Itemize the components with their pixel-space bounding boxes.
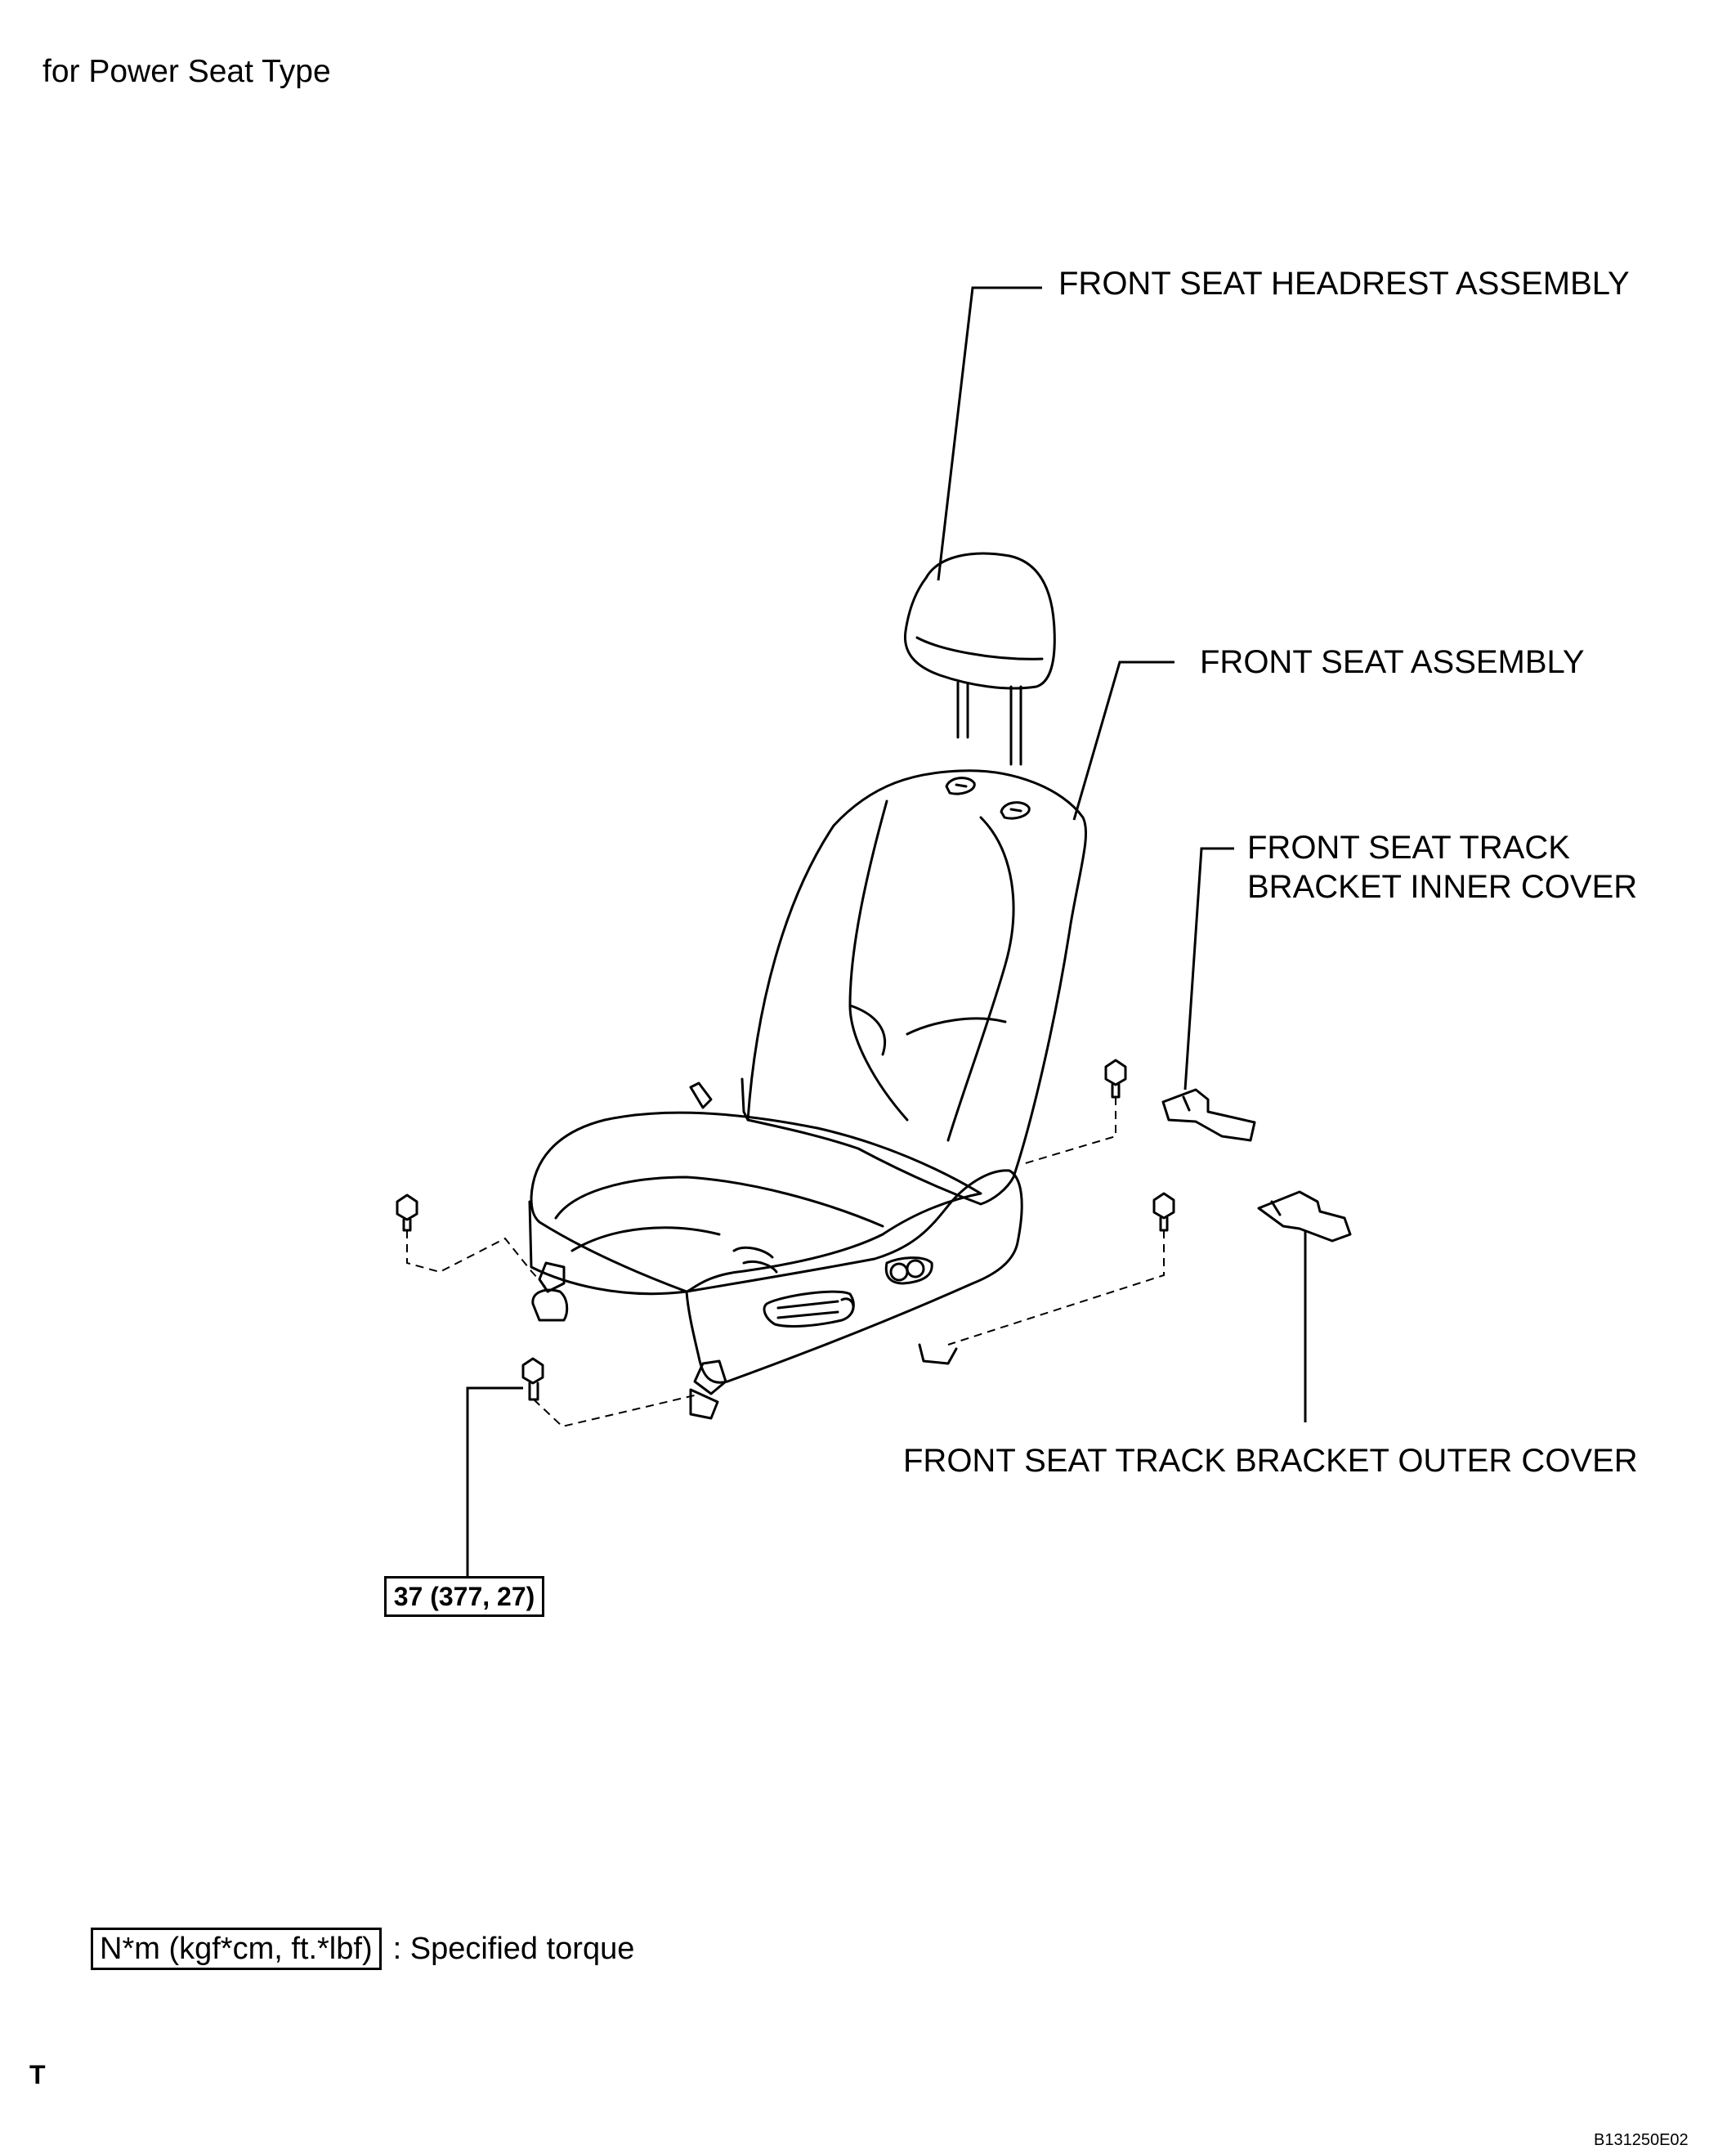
label-inner-cover-line2: BRACKET INNER COVER (1247, 869, 1638, 905)
outer-cover-bracket (1257, 1190, 1352, 1243)
bolt-rear-right (1104, 1059, 1127, 1099)
inner-cover-bracket (1161, 1088, 1256, 1142)
headrest-assembly (903, 552, 1056, 766)
legend-unit-box: N*m (kgf*cm, ft.*lbf) (91, 1928, 382, 1970)
torque-legend: N*m (kgf*cm, ft.*lbf) : Specified torque (91, 1928, 634, 1970)
legend-description: : Specified torque (392, 1931, 635, 1966)
side-shield (685, 1169, 1023, 1384)
corner-mark: T (29, 2060, 46, 2089)
seat-cushion (528, 1111, 982, 1296)
label-inner-cover-line1: FRONT SEAT TRACK (1247, 830, 1570, 866)
bolt-front-right (1152, 1192, 1175, 1232)
torque-value-box: 37 (377, 27) (384, 1576, 544, 1617)
bolt-rear-left (396, 1193, 418, 1232)
label-headrest-assembly: FRONT SEAT HEADREST ASSEMBLY (1058, 266, 1630, 302)
torque-value: 37 (377, 27) (393, 1581, 535, 1611)
label-outer-cover: FRONT SEAT TRACK BRACKET OUTER COVER (903, 1443, 1638, 1479)
label-seat-assembly: FRONT SEAT ASSEMBLY (1200, 644, 1585, 680)
figure-id: B131250E02 (1594, 2131, 1689, 2149)
diagram-caption: for Power Seat Type (43, 54, 331, 89)
bolt-front-left (521, 1357, 544, 1401)
seat-back (746, 769, 1088, 1206)
seat-tracks (531, 1077, 958, 1420)
